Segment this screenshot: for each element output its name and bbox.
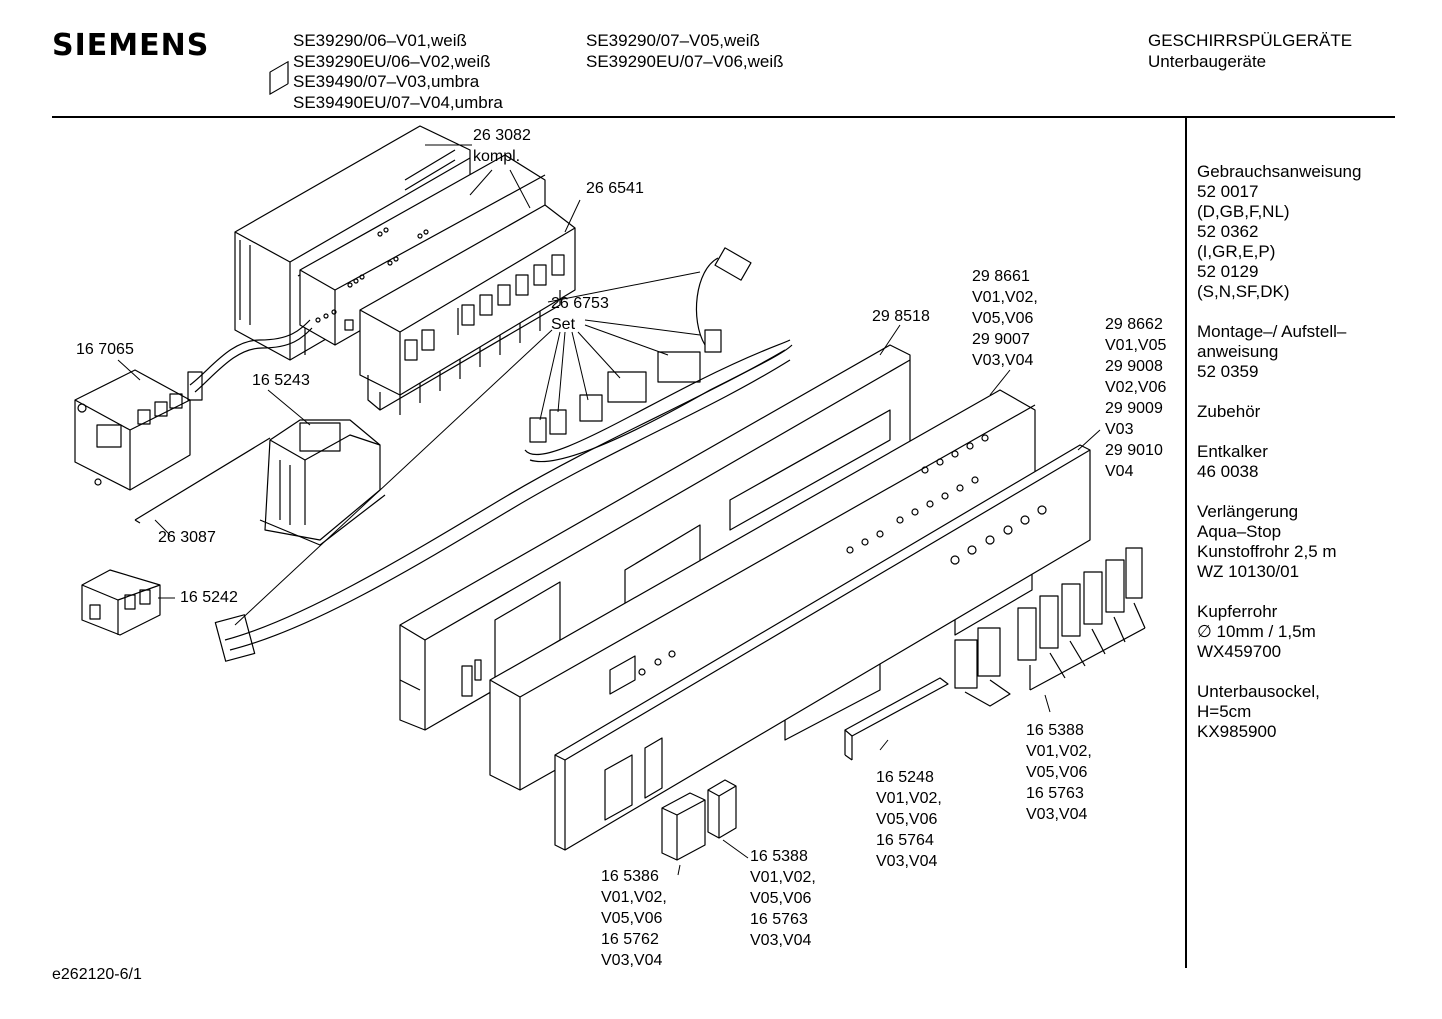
label-266541: 26 6541 [586,180,644,197]
models1-line: SE39290EU/06–V02,weiß [293,51,491,71]
sidebar-line: (I,GR,E,P) [1197,242,1276,261]
push-buttons-mid [954,627,1011,707]
sidebar-line: Unterbausockel, [1197,682,1320,701]
sidebar-line: Gebrauchsanweisung [1197,162,1362,181]
front-panel-cover [554,434,1091,851]
push-buttons-bottom [661,779,737,861]
sidebar-line: Verlängerung [1197,502,1299,521]
label-298661: 29 8661 V01,V02, V05,V06 29 9007 V03,V04 [972,268,1038,369]
sidebar-line: WX459700 [1197,642,1282,661]
door-switch [259,419,386,546]
sidebar-line: H=5cm [1197,702,1252,721]
sidebar-line: 52 0362 [1197,222,1259,241]
label-298662: 29 8662 V01,V05 29 9008 V02,V06 29 9009 … [1105,316,1167,480]
label-165242: 16 5242 [180,589,238,606]
category-title: GESCHIRRSPÜLGERÄTE [1148,31,1353,50]
label-165388-right: 16 5388 V01,V02, V05,V06 16 5763 V03,V04 [1026,722,1092,823]
models2-line: SE39290EU/07–V06,weiß [586,51,784,71]
sidebar-line: KX985900 [1197,722,1277,741]
sidebar-line: Zubehör [1197,402,1261,421]
label-298518: 29 8518 [872,308,930,325]
sidebar-line: Kupferrohr [1197,602,1278,621]
push-buttons-right [1017,547,1146,691]
models1-line: SE39490EU/07–V04,umbra [293,92,503,112]
label-263087: 26 3087 [158,529,216,546]
sidebar-line: (S,N,SF,DK) [1197,282,1290,301]
sidebar-line: Aqua–Stop [1197,522,1282,541]
sidebar-line: Montage–/ Aufstell– [1197,322,1347,341]
sidebar-line: (D,GB,F,NL) [1197,202,1290,221]
display-module [74,369,191,491]
sidebar-line: WZ 10130/01 [1197,562,1300,581]
sidebar-line: 52 0359 [1197,362,1259,381]
sidebar-line: anweisung [1197,342,1279,361]
models1-line: SE39290/06–V01,weiß [293,31,467,50]
display-cable [187,319,313,401]
sidebar-line: Kunstoffrohr 2,5 m [1197,542,1337,561]
models2-line: SE39290/07–V05,weiß [586,31,760,50]
brand-logo: SIEMENS [52,28,210,63]
sidebar-divider [1185,118,1187,968]
switch-block [359,204,576,415]
label-165388-bottom: 16 5388 V01,V02, V05,V06 16 5763 V03,V04 [750,848,816,949]
sidebar-line: 52 0017 [1197,182,1259,201]
label-167065: 16 7065 [76,341,134,358]
wire-harness [524,247,793,463]
sidebar-line: 46 0038 [1197,462,1259,481]
sidebar-line: ∅ 10mm / 1,5m [1197,622,1316,641]
label-165248: 16 5248 V01,V02, V05,V06 16 5764 V03,V04 [876,769,942,870]
sidebar-line: 52 0129 [1197,262,1259,281]
sidebar-line: Entkalker [1197,442,1268,461]
category-subtitle: Unterbaugeräte [1148,52,1267,71]
label-263082: 26 3082 kompl. [473,127,531,165]
label-165243: 16 5243 [252,372,310,389]
drawing-number: e262120-6/1 [52,966,142,983]
label-266753: 26 6753 Set [551,295,609,333]
terminal-block [81,569,161,636]
models1-line: SE39490/07–V03,umbra [293,72,480,91]
label-165386: 16 5386 V01,V02, V05,V06 16 5762 V03,V04 [601,868,667,969]
header-divider [52,116,1395,118]
cover-strip [844,677,949,761]
leader-lines [117,144,1101,876]
pin-wire [134,437,271,524]
